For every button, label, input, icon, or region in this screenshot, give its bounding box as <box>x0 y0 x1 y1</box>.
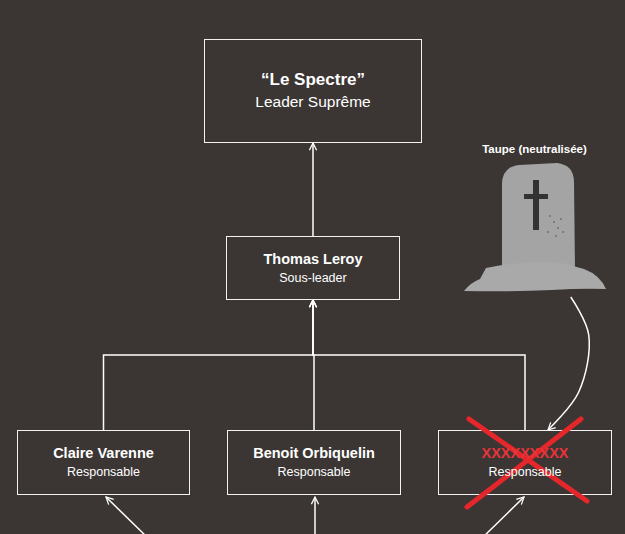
stone-speckle <box>560 218 562 220</box>
hierarchy-connector <box>312 143 314 236</box>
org-box: Benoit OrbiquelinResponsable <box>227 430 401 495</box>
incoming-arrows <box>106 497 524 534</box>
member-name: Benoit Orbiquelin <box>253 444 375 463</box>
strike-line <box>467 419 581 507</box>
tombstone-cross <box>533 180 539 230</box>
text-group: Claire VarenneResponsable <box>53 444 154 480</box>
org-box: XXXXXXXXXResponsable <box>438 430 612 495</box>
member-role: Responsable <box>67 464 140 480</box>
text-group: Thomas LeroySous-leader <box>263 250 362 286</box>
stone-speckle <box>553 221 555 223</box>
org-box: “Le Spectre”Leader Suprême <box>204 39 422 143</box>
member-name: Thomas Leroy <box>263 250 362 269</box>
org-box: Thomas LeroySous-leader <box>226 236 400 300</box>
text-group: “Le Spectre”Leader Suprême <box>255 69 370 112</box>
tombstone-stone <box>502 163 575 270</box>
stone-speckle <box>562 231 564 233</box>
hierarchy-connector <box>548 297 589 430</box>
tombstone-figure: Taupe (neutralisée) <box>462 142 607 297</box>
stone-speckle <box>547 231 549 233</box>
member-name: XXXXXXXXX <box>481 444 568 463</box>
stone-speckle <box>549 215 551 217</box>
incoming-arrow <box>480 497 524 534</box>
tombstone-illustration <box>462 142 607 297</box>
strike-cross <box>439 431 613 496</box>
member-name: “Le Spectre” <box>261 69 365 91</box>
text-group: Taupe (neutralisée) <box>482 142 587 157</box>
callout-label: Taupe (neutralisée) <box>482 142 587 157</box>
text-group: Benoit OrbiquelinResponsable <box>253 444 375 480</box>
tombstone-cross <box>524 194 548 199</box>
tombstone-base <box>464 262 606 291</box>
stone-speckle <box>555 235 557 237</box>
incoming-arrow <box>314 497 316 534</box>
hierarchy-connector <box>104 300 314 430</box>
member-name: Claire Varenne <box>53 444 154 463</box>
hierarchy-connector <box>313 300 525 430</box>
member-role: Responsable <box>278 464 351 480</box>
member-role: Sous-leader <box>279 270 346 286</box>
member-role: Responsable <box>489 464 562 480</box>
member-role: Leader Suprême <box>255 92 370 112</box>
incoming-arrow <box>106 497 150 534</box>
text-group: XXXXXXXXXResponsable <box>481 444 568 480</box>
stone-speckle <box>557 227 559 229</box>
org-box: Claire VarenneResponsable <box>17 430 190 495</box>
